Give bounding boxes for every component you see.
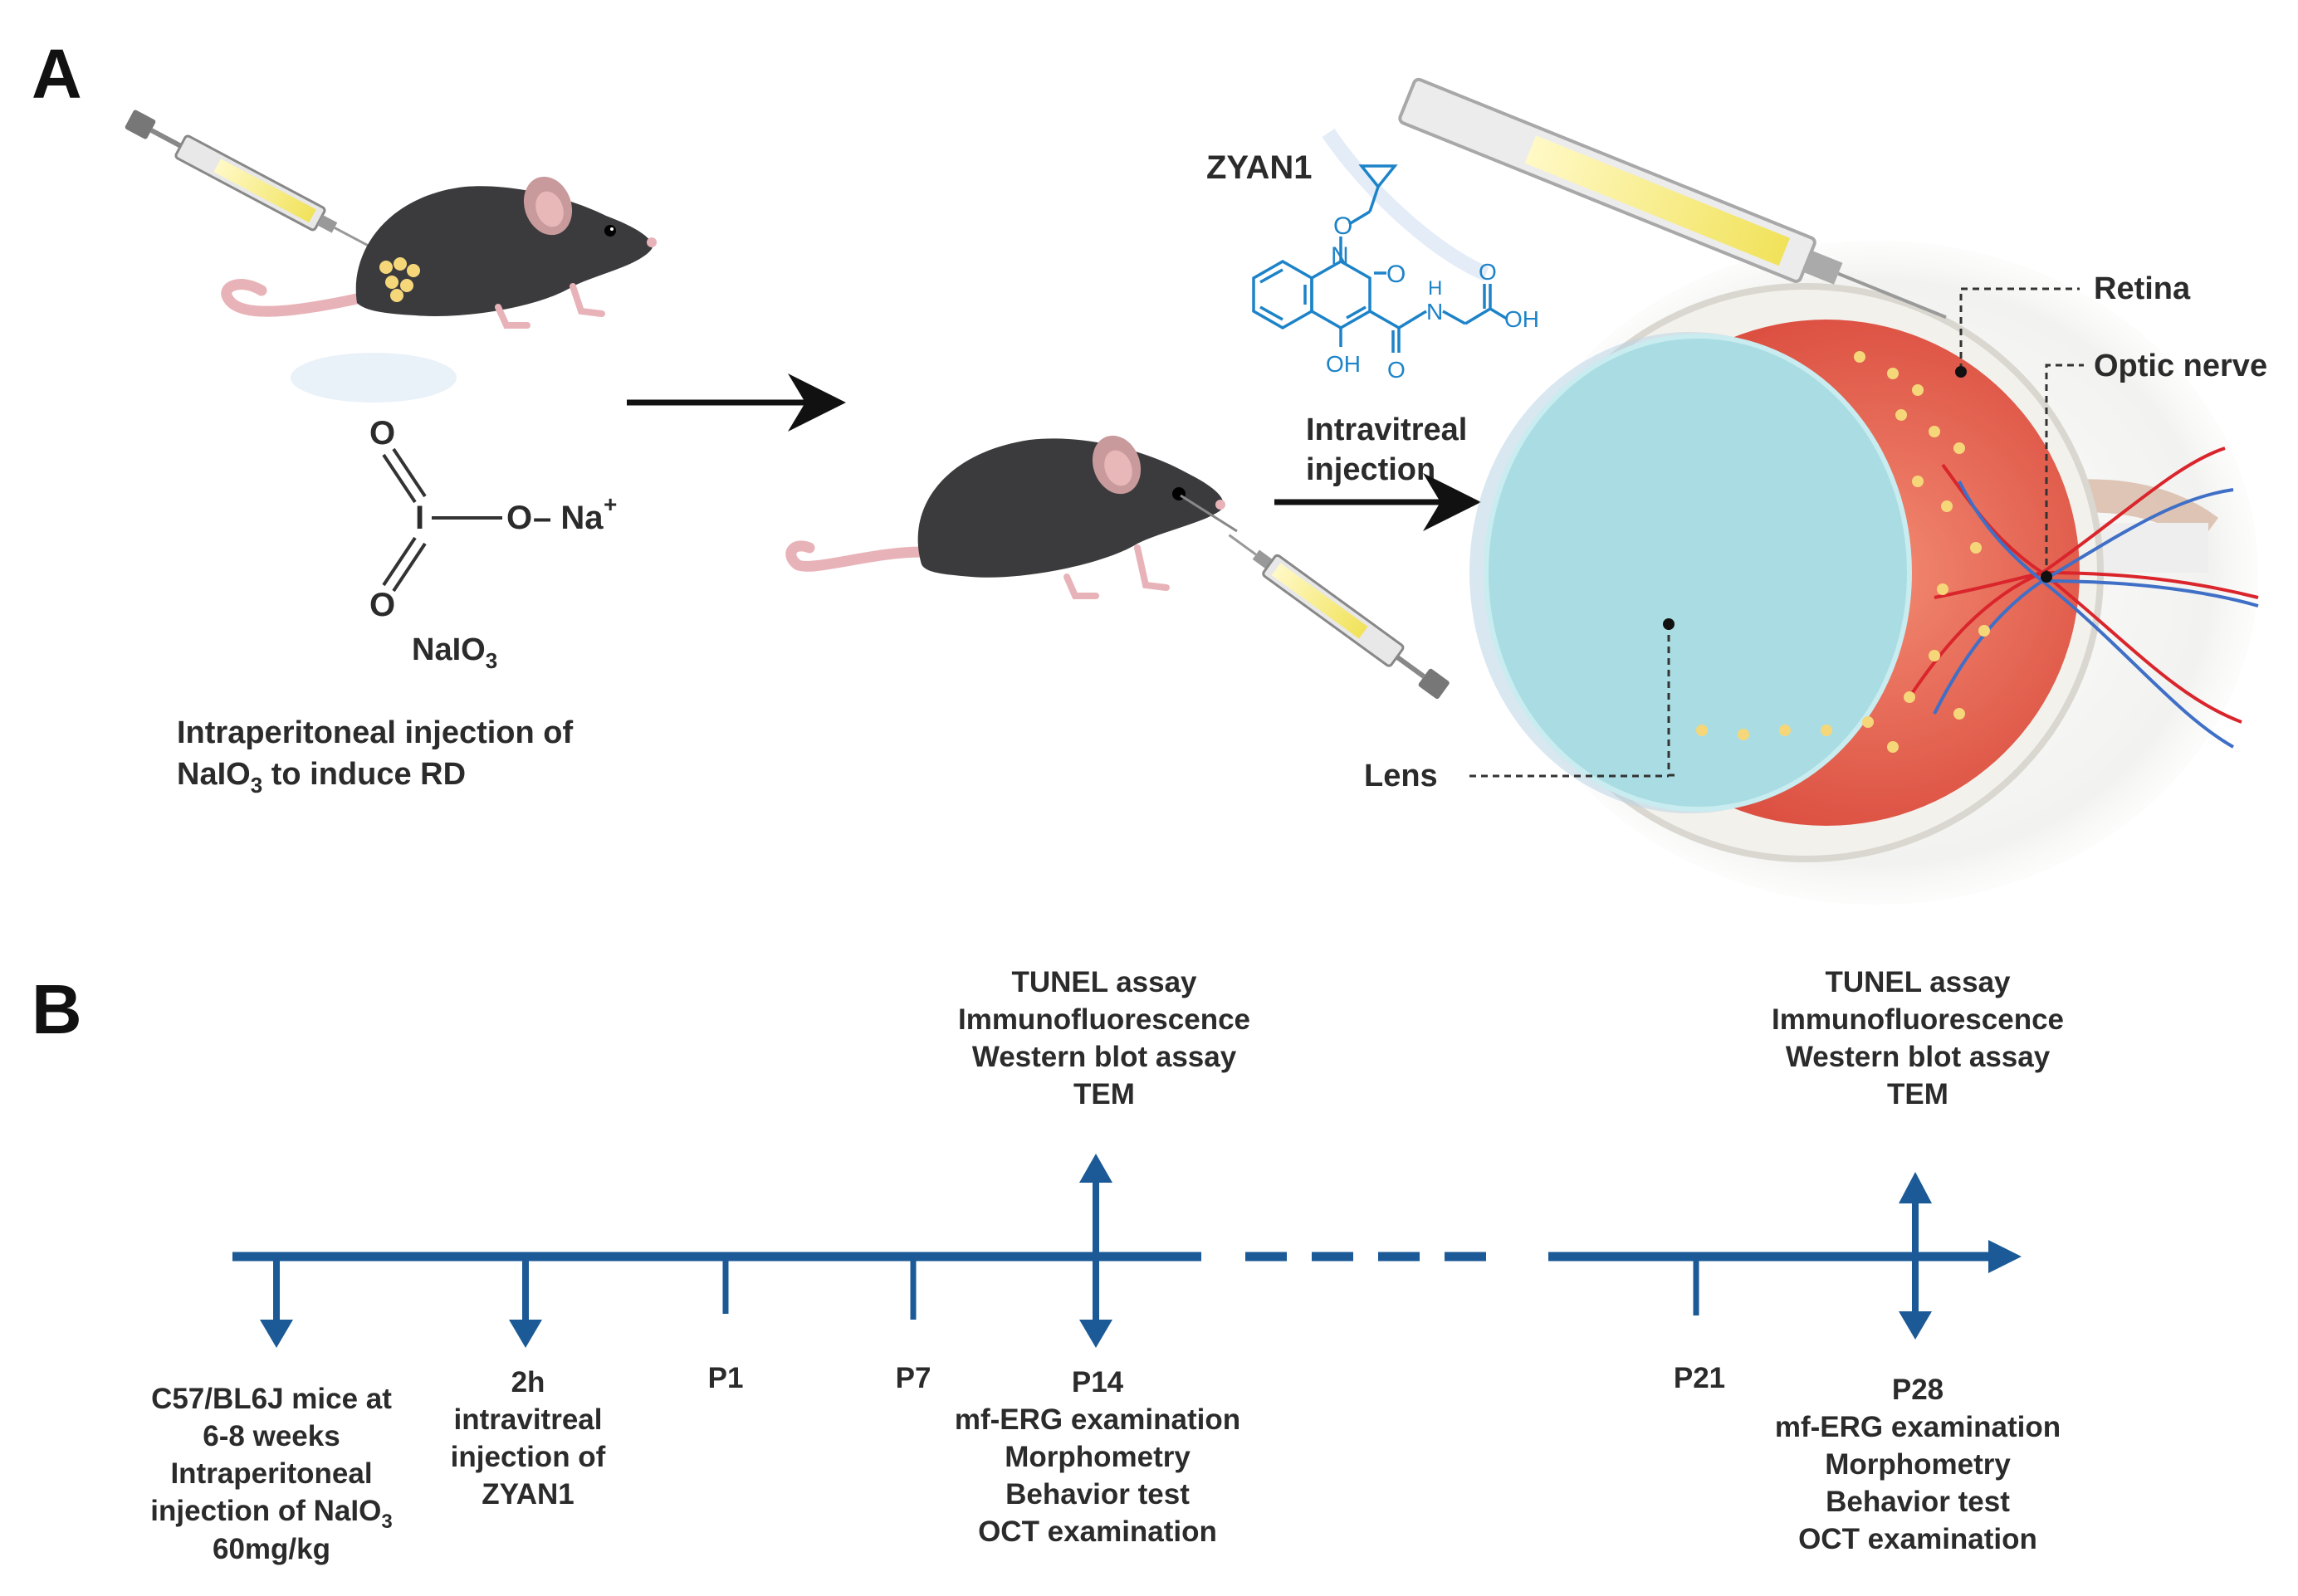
timeline — [232, 1154, 2022, 1348]
drug-name: ZYAN1 — [1206, 149, 1312, 186]
svg-text:O: O — [1386, 261, 1406, 288]
svg-text:N: N — [1331, 242, 1349, 270]
svg-text:O: O — [369, 587, 395, 623]
svg-text:OCT examination: OCT examination — [1798, 1523, 2037, 1555]
zyan1-label: 2h intravitreal injection of ZYAN1 — [451, 1366, 606, 1511]
svg-text:O: O — [1333, 212, 1352, 240]
p14-up-arrow-icon — [1079, 1154, 1112, 1183]
svg-text:Morphometry: Morphometry — [1825, 1448, 2011, 1481]
optic-nerve-label: Optic nerve — [2094, 349, 2267, 383]
lens-marker — [1663, 618, 1675, 630]
naio3-structure: O I O – Na + O — [369, 415, 617, 623]
panel-a-letter: A — [32, 35, 82, 113]
svg-text:mf-ERG examination: mf-ERG examination — [1775, 1411, 2061, 1443]
svg-text:I: I — [415, 500, 424, 536]
ivt-label-line1: Intravitreal — [1306, 412, 1467, 447]
svg-text:TUNEL assay: TUNEL assay — [1825, 966, 2011, 998]
svg-text:Immunofluorescence: Immunofluorescence — [958, 1003, 1250, 1036]
svg-text:6-8 weeks: 6-8 weeks — [203, 1420, 340, 1452]
retina-marker — [1955, 366, 1967, 378]
svg-text:2h: 2h — [511, 1366, 545, 1398]
svg-text:OH: OH — [1504, 306, 1539, 332]
zyan1-arrow-icon — [509, 1320, 542, 1348]
svg-text:Intraperitoneal: Intraperitoneal — [170, 1457, 372, 1490]
svg-text:injection of: injection of — [451, 1441, 606, 1473]
drug-glow — [1322, 129, 1489, 281]
svg-text:ZYAN1: ZYAN1 — [482, 1478, 574, 1511]
zyan1-structure — [1252, 164, 1508, 353]
ip-caption-line2: NaIO3 to induce RD — [177, 757, 466, 798]
svg-text:O: O — [506, 500, 532, 536]
svg-text:TUNEL assay: TUNEL assay — [1011, 966, 1197, 998]
svg-text:60mg/kg: 60mg/kg — [213, 1533, 330, 1565]
svg-text:Behavior test: Behavior test — [1826, 1486, 2010, 1518]
timeline-arrowhead-icon — [1988, 1240, 2022, 1273]
svg-text:P28: P28 — [1892, 1374, 1944, 1406]
svg-text:intravitreal: intravitreal — [454, 1403, 603, 1436]
naio3-formula: NaIO3 — [412, 632, 497, 673]
ip-caption-line1: Intraperitoneal injection of — [177, 715, 573, 750]
p7-label: P7 — [896, 1362, 931, 1394]
p1-label: P1 — [708, 1362, 744, 1394]
svg-text:H: H — [1428, 277, 1442, 300]
svg-text:– Na: – Na — [533, 500, 604, 536]
svg-text:OCT examination: OCT examination — [978, 1515, 1217, 1548]
p28-down-arrow-icon — [1899, 1311, 1932, 1340]
svg-text:TEM: TEM — [1073, 1078, 1135, 1110]
start-arrow-icon — [260, 1320, 293, 1348]
svg-text:O: O — [1479, 259, 1497, 285]
retina-label: Retina — [2094, 271, 2191, 306]
injection-glow — [291, 353, 457, 403]
svg-text:+: + — [604, 491, 617, 517]
zyan1-atoms: N O O OH O N H O OH — [1326, 212, 1539, 383]
svg-text:O: O — [1387, 357, 1406, 383]
start-label: C57/BL6J mice at 6-8 weeks Intraperitone… — [150, 1383, 392, 1565]
svg-text:O: O — [369, 415, 395, 451]
svg-text:C57/BL6J mice at: C57/BL6J mice at — [151, 1383, 392, 1415]
panel-b-letter: B — [32, 970, 82, 1048]
svg-text:TEM: TEM — [1887, 1078, 1948, 1110]
top-stack-p14: TUNEL assay Immunofluorescence Western b… — [958, 966, 1250, 1110]
p14-down-arrow-icon — [1079, 1320, 1112, 1348]
svg-text:Immunofluorescence: Immunofluorescence — [1772, 1003, 2064, 1036]
p14-label: P14 mf-ERG examination Morphometry Behav… — [955, 1366, 1240, 1548]
svg-text:Morphometry: Morphometry — [1005, 1441, 1191, 1473]
svg-text:Western blot assay: Western blot assay — [972, 1041, 1237, 1073]
svg-text:P14: P14 — [1072, 1366, 1124, 1398]
eye-illustration — [1469, 241, 2259, 905]
optic-nerve-marker — [2041, 571, 2052, 583]
svg-text:Behavior test: Behavior test — [1005, 1478, 1190, 1511]
svg-text:N: N — [1426, 299, 1443, 325]
mouse-ivt-icon — [785, 435, 1238, 599]
p28-up-arrow-icon — [1899, 1172, 1932, 1203]
mouse-ip-icon — [221, 176, 657, 329]
syringe-ivt-icon — [1228, 534, 1450, 700]
svg-text:mf-ERG examination: mf-ERG examination — [955, 1403, 1240, 1436]
lens-label: Lens — [1364, 759, 1438, 793]
p21-label: P21 — [1674, 1362, 1725, 1394]
syringe-eye-icon — [1398, 77, 1947, 320]
svg-text:OH: OH — [1326, 351, 1361, 377]
p28-label: P28 mf-ERG examination Morphometry Behav… — [1775, 1374, 2061, 1555]
syringe-ip-icon — [125, 110, 376, 251]
svg-text:injection of NaIO3: injection of NaIO3 — [150, 1495, 392, 1533]
svg-text:Western blot assay: Western blot assay — [1786, 1041, 2051, 1073]
top-stack-p28: TUNEL assay Immunofluorescence Western b… — [1772, 966, 2064, 1110]
ivt-label-line2: injection — [1306, 452, 1435, 487]
